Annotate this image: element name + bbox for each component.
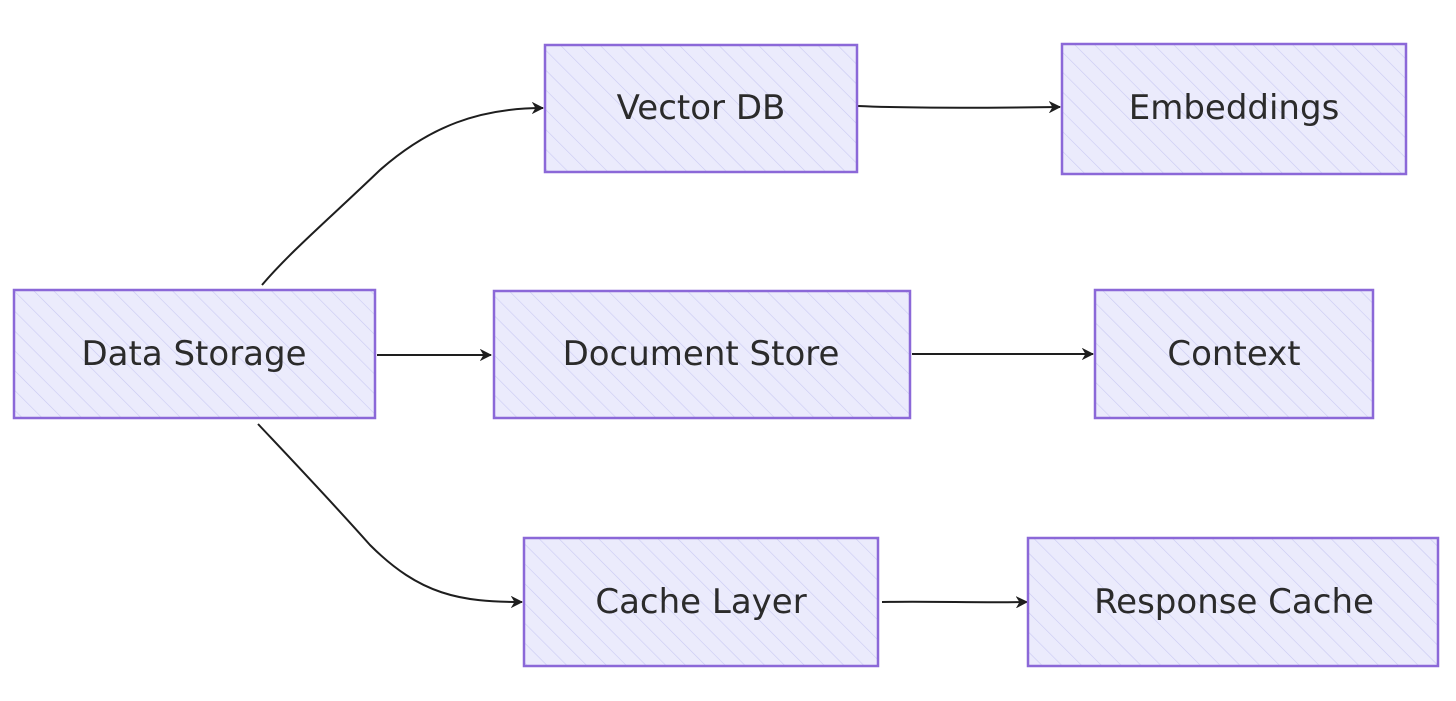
node-embeddings-hatch bbox=[1062, 44, 1406, 174]
node-embeddings-border bbox=[1060, 42, 1408, 176]
node-cache-layer-hatch bbox=[524, 538, 878, 666]
edge-data-storage-to-cache-layer bbox=[257, 423, 522, 602]
node-vector-db-label: Vector DB bbox=[617, 88, 786, 128]
node-context-hatch bbox=[1095, 290, 1373, 418]
edge-cache-layer-to-response-cache bbox=[881, 602, 1027, 603]
node-data-storage-label: Data Storage bbox=[81, 334, 306, 374]
node-document-store[interactable]: Document Store bbox=[492, 289, 912, 420]
node-cache-layer[interactable]: Cache Layer bbox=[522, 536, 880, 668]
node-vector-db-hatch bbox=[545, 45, 857, 172]
node-data-storage-border bbox=[12, 288, 377, 420]
node-cache-layer-label: Cache Layer bbox=[595, 582, 806, 622]
node-vector-db-border bbox=[543, 43, 859, 174]
node-response-cache[interactable]: Response Cache bbox=[1026, 536, 1440, 668]
node-response-cache-border bbox=[1026, 536, 1440, 668]
node-context-label: Context bbox=[1167, 334, 1300, 374]
node-document-store-border bbox=[492, 289, 912, 420]
node-vector-db[interactable]: Vector DB bbox=[543, 43, 859, 174]
node-document-store-hatch bbox=[494, 291, 910, 418]
node-data-storage-hatch bbox=[14, 290, 375, 418]
node-data-storage[interactable]: Data Storage bbox=[12, 288, 377, 420]
edge-data-storage-to-vector-db bbox=[261, 108, 543, 286]
node-embeddings-label: Embeddings bbox=[1129, 88, 1340, 128]
node-context-border bbox=[1093, 288, 1375, 420]
node-cache-layer-border bbox=[522, 536, 880, 668]
node-response-cache-hatch bbox=[1028, 538, 1438, 666]
node-context[interactable]: Context bbox=[1093, 288, 1375, 420]
edges bbox=[257, 106, 1093, 603]
node-response-cache-label: Response Cache bbox=[1094, 582, 1374, 622]
edge-vector-db-to-embeddings bbox=[857, 106, 1060, 108]
node-embeddings[interactable]: Embeddings bbox=[1060, 42, 1408, 176]
node-document-store-label: Document Store bbox=[563, 334, 840, 374]
